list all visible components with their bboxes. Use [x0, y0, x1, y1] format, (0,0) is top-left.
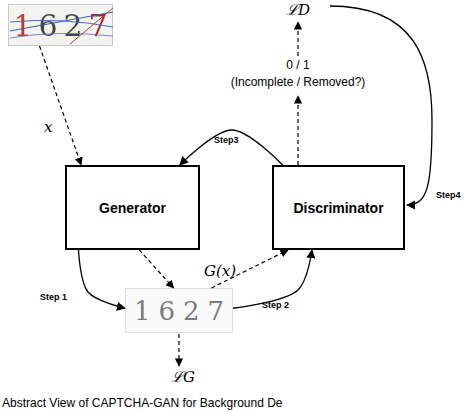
step-arrow — [233, 250, 312, 308]
captcha-noise-line — [10, 33, 113, 38]
output-label: (Incomplete / Removed?) — [231, 75, 366, 89]
captcha-noise-line — [10, 20, 113, 27]
step4-arrow — [330, 6, 432, 205]
node-text: Generator — [99, 200, 166, 216]
output-label: 0 / 1 — [286, 58, 309, 72]
step-label: Step3 — [214, 135, 239, 145]
discriminator-box: Discriminator — [272, 165, 405, 250]
node-text: Discriminator — [293, 200, 383, 216]
cleaned-image: 1627 — [125, 288, 233, 333]
figure-caption: Abstract View of CAPTCHA-GAN for Backgro… — [2, 396, 283, 410]
captcha-noise-line — [70, 8, 113, 44]
node-text: 1627 — [126, 296, 232, 326]
edge-label: x — [44, 118, 52, 136]
captcha-noise-line — [10, 12, 113, 31]
loss-arrow — [178, 334, 179, 366]
generator-box: Generator — [65, 165, 200, 250]
captcha-image: 1627 — [8, 4, 113, 46]
output-arrow — [297, 96, 298, 165]
loss-arrow — [297, 22, 298, 56]
step-label: Step4 — [436, 190, 461, 200]
step-arrow — [180, 130, 283, 165]
loss-label: ℒD — [286, 0, 310, 19]
data-flow-arrow — [139, 250, 173, 288]
loss-label: ℒG — [171, 366, 195, 386]
signal-label: G(x) — [204, 262, 236, 280]
node-text: 1627 — [7, 8, 113, 43]
step-label: Step 1 — [40, 292, 67, 302]
step-label: Step 2 — [262, 300, 289, 310]
step-arrow — [79, 250, 126, 308]
data-flow-arrow — [40, 46, 82, 165]
